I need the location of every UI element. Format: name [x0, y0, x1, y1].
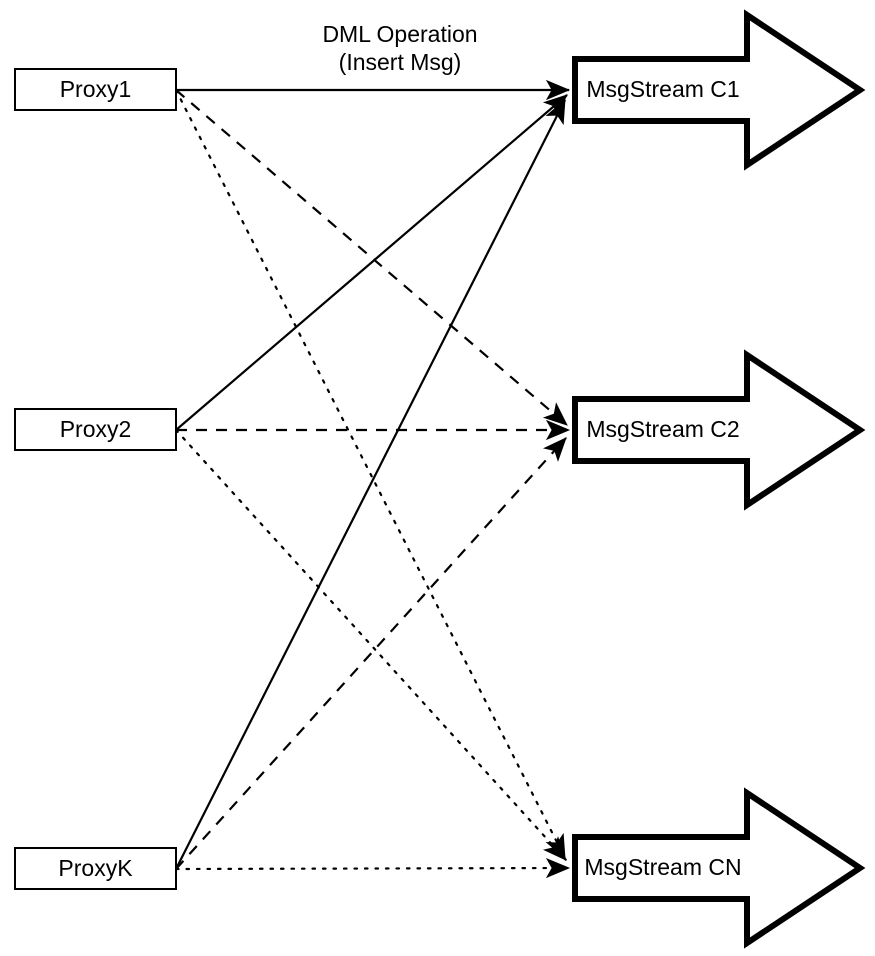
proxy2-label: Proxy2	[60, 416, 132, 442]
connector-proxy2-to-stream-cn	[174, 428, 568, 862]
proxy1-label: Proxy1	[60, 76, 132, 102]
connector-proxy1-to-stream-c2	[175, 89, 568, 426]
stream-node-stream-c1[interactable]: MsgStream C1	[572, 9, 866, 171]
edge-label-line2: (Insert Msg)	[339, 49, 462, 75]
proxy-node-proxy2[interactable]: Proxy2	[14, 408, 177, 451]
proxyk-box[interactable]	[14, 847, 177, 890]
edge-label-dml-operation: DML Operation (Insert Msg)	[322, 21, 477, 75]
connector-layer	[174, 79, 571, 879]
proxy-node-proxyk[interactable]: ProxyK	[14, 847, 177, 890]
stream-c1-label: MsgStream C1	[586, 76, 739, 102]
proxyk-label: ProxyK	[58, 855, 133, 881]
stream-c1-arrow-shape[interactable]	[572, 9, 866, 171]
proxy-node-proxy1[interactable]: Proxy1	[14, 68, 177, 111]
stream-c2-arrow-shape[interactable]	[572, 349, 866, 511]
stream-c2-label: MsgStream C2	[586, 416, 739, 442]
stream-node-stream-cn[interactable]: MsgStream CN	[572, 787, 866, 949]
stream-cn-label: MsgStream CN	[584, 854, 741, 880]
proxy1-box[interactable]	[14, 68, 177, 111]
stream-node-stream-c2[interactable]: MsgStream C2	[572, 349, 866, 511]
stream-cn-arrow-shape[interactable]	[572, 787, 866, 949]
connector-proxyk-to-stream-cn	[174, 857, 571, 879]
connector-proxy2-to-stream-c1	[175, 94, 568, 431]
edge-label-line1: DML Operation	[322, 21, 477, 47]
connector-proxy1-to-stream-cn	[174, 88, 567, 860]
connector-proxyk-to-stream-c2	[175, 437, 567, 870]
proxy2-box[interactable]	[14, 408, 177, 451]
connector-proxyk-to-stream-c1	[175, 99, 566, 870]
